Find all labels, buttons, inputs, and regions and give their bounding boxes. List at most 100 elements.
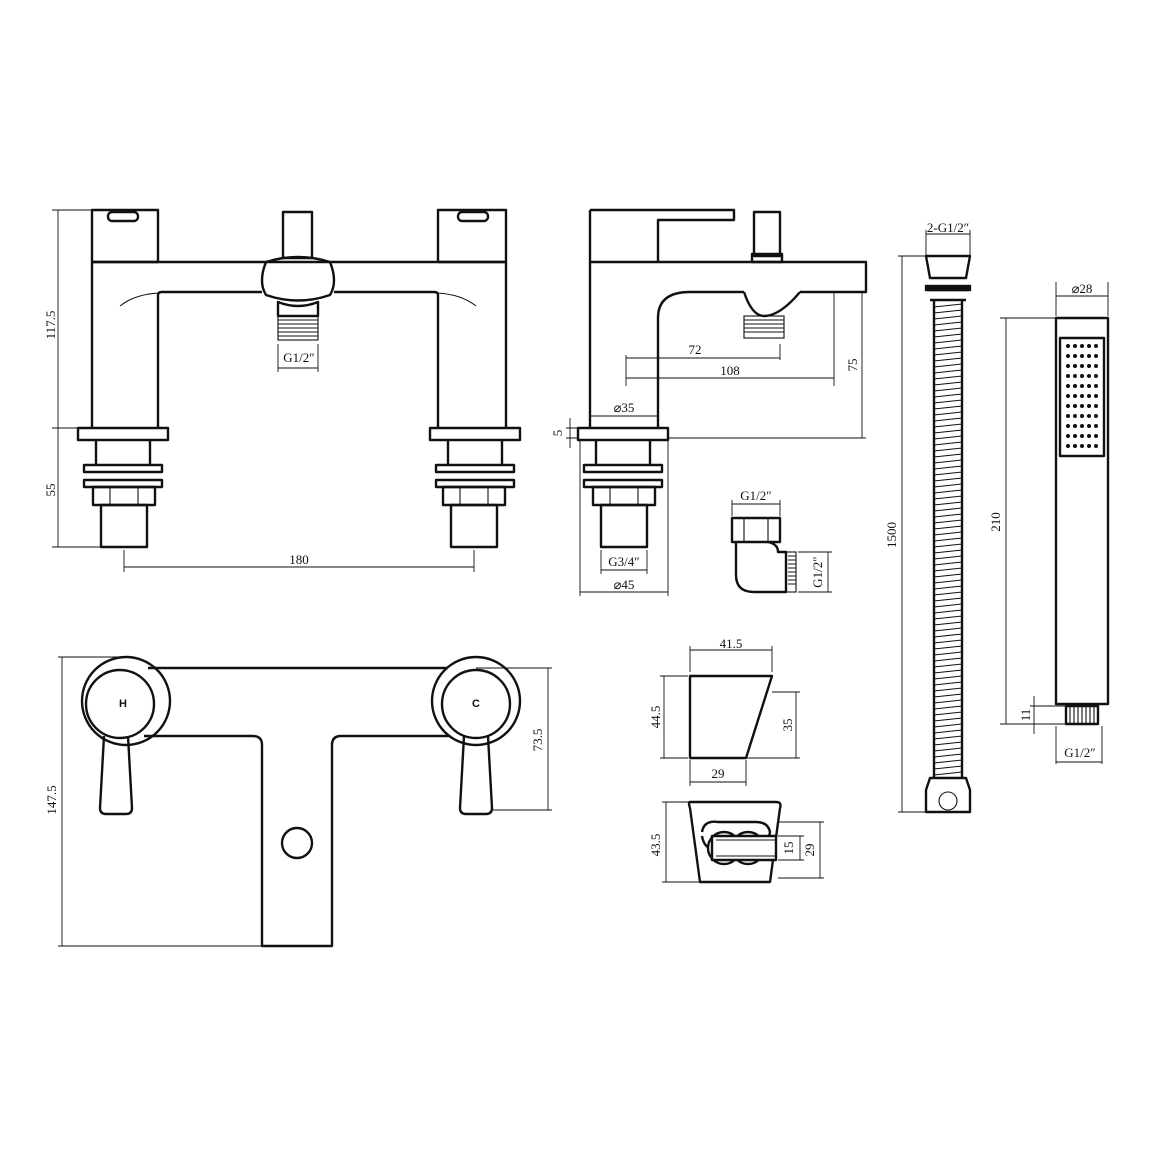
bracket-front-view bbox=[662, 800, 824, 884]
hose-coil bbox=[933, 375, 963, 380]
hose-coil bbox=[933, 657, 963, 662]
spray-nozzle bbox=[1087, 434, 1091, 438]
bracket-height-right-label: 35 bbox=[780, 719, 795, 732]
hose-coil bbox=[933, 561, 963, 566]
spray-nozzle bbox=[1066, 384, 1070, 388]
side-base-dia-label: ⌀35 bbox=[614, 400, 635, 415]
hose-coil bbox=[933, 741, 963, 746]
spray-nozzle bbox=[1094, 354, 1098, 358]
spray-nozzle bbox=[1080, 424, 1084, 428]
bracket-height-left-label: 44.5 bbox=[648, 706, 663, 729]
plan-depth-label: 147.5 bbox=[44, 785, 59, 814]
bracket-width-bottom-label: 29 bbox=[712, 766, 725, 781]
spray-nozzle bbox=[1073, 414, 1077, 418]
spray-nozzle bbox=[1094, 434, 1098, 438]
hose-spiral bbox=[933, 303, 963, 776]
hose-coil bbox=[933, 705, 963, 710]
spray-nozzles bbox=[1066, 344, 1098, 448]
elbow-side-thread-label: G1/2″ bbox=[810, 556, 825, 587]
hose-coil bbox=[933, 723, 963, 728]
hose-coil bbox=[933, 663, 963, 668]
hand-shower bbox=[1000, 282, 1110, 764]
spray-nozzle bbox=[1073, 364, 1077, 368]
spray-nozzle bbox=[1066, 394, 1070, 398]
spray-nozzle bbox=[1080, 434, 1084, 438]
hose-coil bbox=[933, 501, 963, 506]
spray-nozzle bbox=[1073, 344, 1077, 348]
hose-coil bbox=[933, 729, 963, 734]
hose-coil bbox=[933, 447, 963, 452]
spray-nozzle bbox=[1080, 394, 1084, 398]
spray-nozzle bbox=[1073, 394, 1077, 398]
spray-nozzle bbox=[1087, 424, 1091, 428]
spray-nozzle bbox=[1094, 384, 1098, 388]
hose-coil bbox=[933, 405, 963, 410]
spray-nozzle bbox=[1073, 374, 1077, 378]
hose-coil bbox=[933, 333, 963, 338]
handshower-thread-len-label: 11 bbox=[1018, 709, 1033, 722]
spray-nozzle bbox=[1073, 434, 1077, 438]
front-view bbox=[52, 208, 522, 572]
spray-nozzle bbox=[1094, 374, 1098, 378]
hose-coil bbox=[933, 525, 963, 530]
hose-coil bbox=[933, 465, 963, 470]
hose-coil bbox=[933, 381, 963, 386]
hose-coil bbox=[933, 639, 963, 644]
spray-nozzle bbox=[1080, 364, 1084, 368]
spray-nozzle bbox=[1066, 364, 1070, 368]
spray-nozzle bbox=[1073, 384, 1077, 388]
front-thread-label: G1/2″ bbox=[283, 350, 314, 365]
hose-thread-label: 2-G1/2″ bbox=[927, 220, 969, 235]
hose-coil bbox=[933, 609, 963, 614]
elbow-top-thread-label: G1/2″ bbox=[740, 488, 771, 503]
front-base-height-label: 55 bbox=[43, 484, 58, 497]
hose-coil bbox=[933, 423, 963, 428]
hose-coil bbox=[933, 735, 963, 740]
spray-nozzle bbox=[1087, 364, 1091, 368]
hose-coil bbox=[933, 579, 963, 584]
hose-coil bbox=[933, 393, 963, 398]
spray-nozzle bbox=[1066, 354, 1070, 358]
hose-coil bbox=[933, 369, 963, 374]
hose-coil bbox=[933, 303, 963, 308]
hose-coil bbox=[933, 591, 963, 596]
spray-nozzle bbox=[1094, 404, 1098, 408]
hose-coil bbox=[933, 603, 963, 608]
hose-coil bbox=[933, 759, 963, 764]
bracket-width-top-label: 41.5 bbox=[720, 636, 743, 651]
side-height-75-label: 75 bbox=[845, 359, 860, 372]
hose-coil bbox=[933, 747, 963, 752]
bracket-front-inner-label: 15 bbox=[781, 842, 796, 855]
spray-nozzle bbox=[1094, 444, 1098, 448]
spray-nozzle bbox=[1087, 374, 1091, 378]
spray-nozzle bbox=[1080, 354, 1084, 358]
hose-coil bbox=[933, 669, 963, 674]
hose-coil bbox=[933, 681, 963, 686]
hose-coil bbox=[933, 471, 963, 476]
hose-coil bbox=[933, 351, 963, 356]
spray-nozzle bbox=[1080, 404, 1084, 408]
hose-coil bbox=[933, 477, 963, 482]
spray-nozzle bbox=[1080, 374, 1084, 378]
hose-coil bbox=[933, 687, 963, 692]
plan-handle-depth-label: 73.5 bbox=[530, 729, 545, 752]
hose-coil bbox=[933, 339, 963, 344]
spray-nozzle bbox=[1066, 344, 1070, 348]
hose-coil bbox=[933, 699, 963, 704]
hose-coil bbox=[933, 765, 963, 770]
spray-nozzle bbox=[1094, 344, 1098, 348]
hot-mark: H bbox=[119, 698, 127, 710]
hose-coil bbox=[933, 645, 963, 650]
spray-nozzle bbox=[1080, 444, 1084, 448]
hose-coil bbox=[933, 675, 963, 680]
plan-view bbox=[58, 655, 552, 948]
spray-nozzle bbox=[1073, 354, 1077, 358]
spray-nozzle bbox=[1087, 404, 1091, 408]
side-spout-72-label: 72 bbox=[689, 342, 702, 357]
spray-nozzle bbox=[1080, 344, 1084, 348]
hose-coil bbox=[933, 399, 963, 404]
spray-nozzle bbox=[1066, 434, 1070, 438]
hose-coil bbox=[933, 621, 963, 626]
side-plate-thk-label: 5 bbox=[550, 430, 565, 437]
